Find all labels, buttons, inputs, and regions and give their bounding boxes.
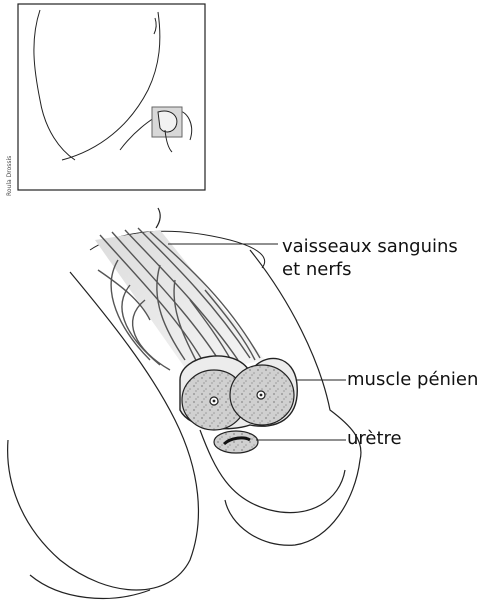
label-vessels-line1: vaisseaux sanguins	[282, 236, 458, 258]
inset-body-view	[18, 4, 205, 190]
urethra-body	[214, 431, 258, 453]
label-muscle: muscle pénien	[347, 369, 478, 391]
label-vessels-line2: et nerfs	[282, 259, 351, 281]
illustrator-credit: Roula Drossis	[6, 156, 13, 196]
inset-organ	[158, 111, 177, 132]
inset-frame	[18, 4, 205, 190]
cross-section	[180, 356, 346, 453]
label-urethra: urètre	[347, 428, 402, 450]
